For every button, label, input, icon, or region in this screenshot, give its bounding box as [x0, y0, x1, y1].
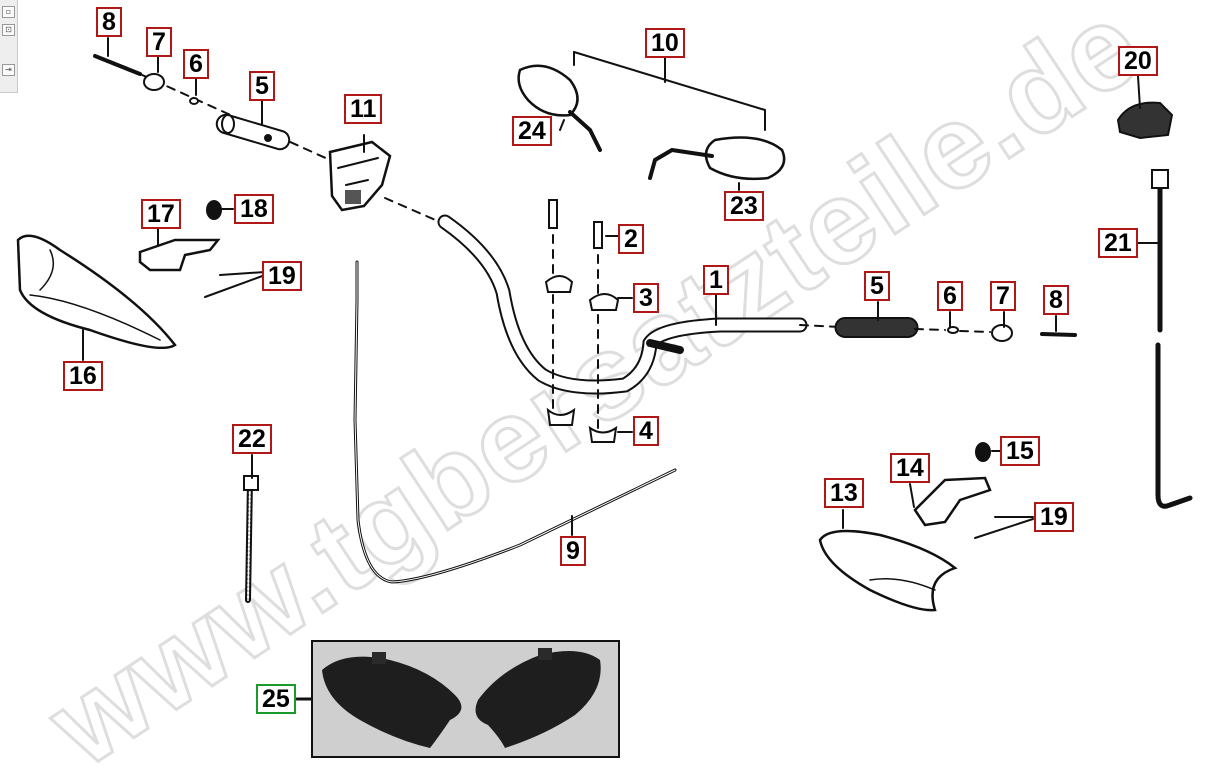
callout-16[interactable]: 16: [63, 361, 103, 391]
upper-clamp-right: [588, 293, 620, 311]
right-bar-end-weight: [991, 324, 1013, 342]
bolt-left: [548, 199, 558, 229]
checkbox-icon[interactable]: ▫: [2, 6, 15, 18]
left-bar-end-bolt: [93, 54, 142, 76]
photo-handguard-left: [322, 656, 462, 748]
callout-20[interactable]: 20: [1118, 46, 1158, 76]
callout-3[interactable]: 3: [633, 283, 659, 313]
callout-24[interactable]: 24: [512, 116, 552, 146]
callout-21[interactable]: 21: [1098, 228, 1138, 258]
callout-19-left[interactable]: 19: [262, 261, 302, 291]
side-toolbar: ▫ ⊡ ⇥: [0, 0, 18, 93]
expand-icon[interactable]: ⊡: [2, 24, 15, 36]
left-spacer: [189, 97, 199, 105]
left-bar-end-weight: [143, 73, 165, 91]
callout-25[interactable]: 25: [256, 684, 296, 714]
callout-19-right[interactable]: 19: [1034, 502, 1074, 532]
callout-5-right[interactable]: 5: [864, 271, 890, 301]
right-grip: [834, 317, 919, 338]
callout-14[interactable]: 14: [890, 453, 930, 483]
callout-8-right[interactable]: 8: [1043, 285, 1069, 315]
callout-7-right[interactable]: 7: [990, 281, 1016, 311]
lower-clamp-left: [546, 407, 576, 426]
brake-lever-right: [1116, 101, 1174, 140]
handguard-right: [818, 529, 958, 612]
right-spacer: [947, 326, 959, 334]
callout-22[interactable]: 22: [232, 424, 272, 454]
callout-1[interactable]: 1: [703, 265, 729, 295]
callout-6-right[interactable]: 6: [937, 281, 963, 311]
left-cap: [206, 200, 222, 220]
handguard-bracket-right: [913, 476, 992, 527]
arrow-right-icon[interactable]: ⇥: [2, 64, 15, 76]
callout-15[interactable]: 15: [1000, 436, 1040, 466]
lower-clamp-right: [588, 425, 618, 443]
callout-5-left[interactable]: 5: [249, 71, 275, 101]
brake-cable-lower: [1155, 342, 1193, 509]
bolt-right: [593, 221, 603, 249]
callout-8-left[interactable]: 8: [96, 7, 122, 37]
mirror-left: [517, 64, 579, 117]
callout-7-left[interactable]: 7: [146, 27, 172, 57]
handguard-left: [16, 234, 177, 350]
callout-17[interactable]: 17: [141, 199, 181, 229]
callout-4[interactable]: 4: [633, 416, 659, 446]
callout-11[interactable]: 11: [344, 94, 383, 124]
callout-23[interactable]: 23: [724, 191, 764, 221]
handguard-bracket-left: [138, 238, 221, 272]
upper-clamp-left: [544, 275, 574, 293]
right-cap: [975, 442, 991, 462]
photo-handguard-right: [475, 651, 601, 748]
right-bar-end-bolt: [1040, 332, 1077, 337]
callout-10[interactable]: 10: [645, 28, 685, 58]
mirror-right: [704, 136, 786, 181]
callout-6-left[interactable]: 6: [183, 49, 209, 79]
callout-9[interactable]: 9: [560, 536, 586, 566]
callout-18[interactable]: 18: [234, 194, 274, 224]
callout-13[interactable]: 13: [824, 478, 864, 508]
callout-2[interactable]: 2: [618, 224, 644, 254]
